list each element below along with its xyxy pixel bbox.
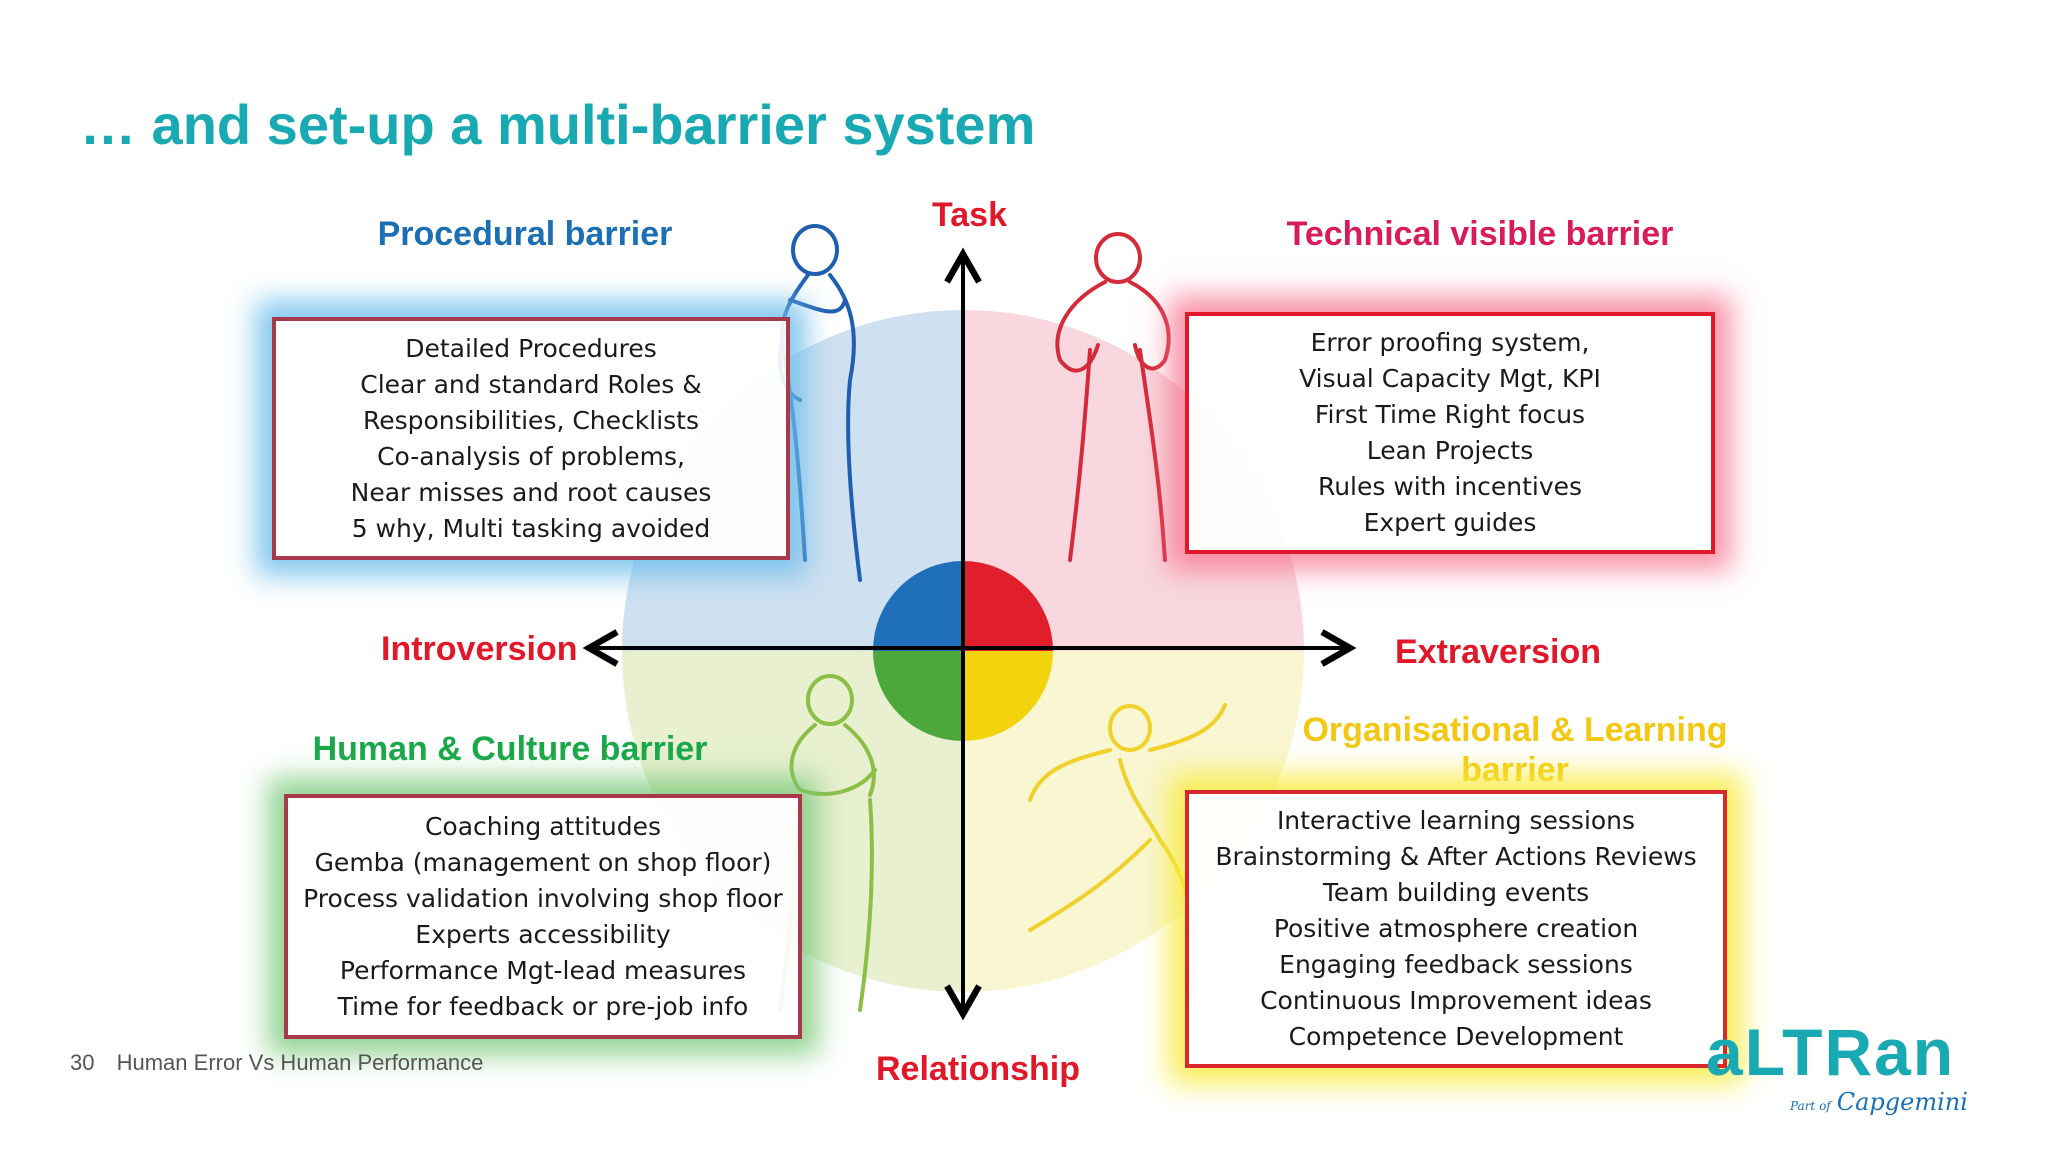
footer-text: Human Error Vs Human Performance — [116, 1050, 484, 1075]
quadrant-title-organisational: Organisational & Learning barrier — [1302, 711, 1728, 789]
list-item: First Time Right focus — [1314, 400, 1586, 429]
axis-label-introversion: Introversion — [381, 630, 578, 668]
list-item: Co-analysis of problems, — [377, 441, 685, 471]
axis-label-task: Task — [932, 196, 1007, 234]
list-item: Responsibilities, Checklists — [362, 405, 700, 435]
list-item: Clear and standard Roles & — [360, 369, 702, 399]
logo-wordmark: aLTRan — [1706, 1015, 1956, 1089]
slide-footer: 30 Human Error Vs Human Performance — [70, 1050, 499, 1076]
quadrant-title-technical: Technical visible barrier — [1286, 215, 1674, 253]
list-item: Competence Development — [1288, 1022, 1624, 1051]
center-quadrant-green — [873, 651, 963, 741]
list-item: Coaching attitudes — [424, 811, 662, 841]
list-item: Detailed Procedures — [405, 333, 657, 363]
list-item: Rules with incentives — [1317, 472, 1583, 501]
center-quadrant-blue — [873, 561, 963, 651]
list-item: Experts accessibility — [415, 919, 671, 949]
bg-quadrant-yellow — [963, 651, 1304, 992]
list-item: Expert guides — [1363, 508, 1537, 537]
technical-barrier-box: Error proofing system, Visual Capacity M… — [1185, 312, 1715, 554]
logo-subline: Part of Capgemini — [1790, 1088, 1968, 1116]
slide-title: … and set-up a multi-barrier system — [80, 93, 1036, 156]
axis-label-extraversion: Extraversion — [1395, 633, 1601, 671]
list-item: Time for feedback or pre-job info — [337, 991, 749, 1021]
list-item: Process validation involving shop floor — [303, 883, 783, 913]
procedural-barrier-box: Detailed Procedures Clear and standard R… — [272, 317, 790, 560]
list-item: Engaging feedback sessions — [1279, 950, 1633, 979]
list-item: Continuous Improvement ideas — [1260, 986, 1652, 1015]
human-culture-barrier-box: Coaching attitudes Gemba (management on … — [284, 794, 802, 1039]
list-item: Brainstorming & After Actions Reviews — [1215, 842, 1697, 871]
center-quadrant-yellow — [963, 651, 1053, 741]
organisational-learning-barrier-box: Interactive learning sessions Brainstorm… — [1185, 790, 1727, 1068]
list-item: 5 why, Multi tasking avoided — [351, 513, 711, 543]
list-item: Lean Projects — [1366, 436, 1534, 465]
figure-red-icon — [1055, 232, 1171, 562]
list-item: Interactive learning sessions — [1276, 806, 1636, 835]
axis-label-relationship: Relationship — [876, 1050, 1081, 1088]
list-item: Positive atmosphere creation — [1273, 914, 1639, 943]
list-item: Gemba (management on shop floor) — [314, 847, 772, 877]
altran-logo: aLTRan Part of Capgemini — [1700, 1015, 1970, 1120]
bg-quadrant-blue — [622, 310, 963, 651]
logo-sub-prefix: Part of — [1790, 1099, 1831, 1113]
quadrant-title-human-culture: Human & Culture barrier — [312, 730, 708, 768]
logo-sub-brand: Capgemini — [1836, 1088, 1968, 1116]
list-item: Team building events — [1322, 878, 1590, 907]
list-item: Near misses and root causes — [350, 477, 712, 507]
list-item: Visual Capacity Mgt, KPI — [1299, 364, 1601, 393]
list-item: Performance Mgt-lead measures — [339, 955, 747, 985]
list-item: Error proofing system, — [1310, 328, 1590, 357]
quadrant-title-procedural: Procedural barrier — [377, 215, 673, 253]
page-number: 30 — [70, 1050, 95, 1075]
center-quadrant-red — [963, 561, 1053, 651]
bg-quadrant-red — [963, 310, 1304, 651]
